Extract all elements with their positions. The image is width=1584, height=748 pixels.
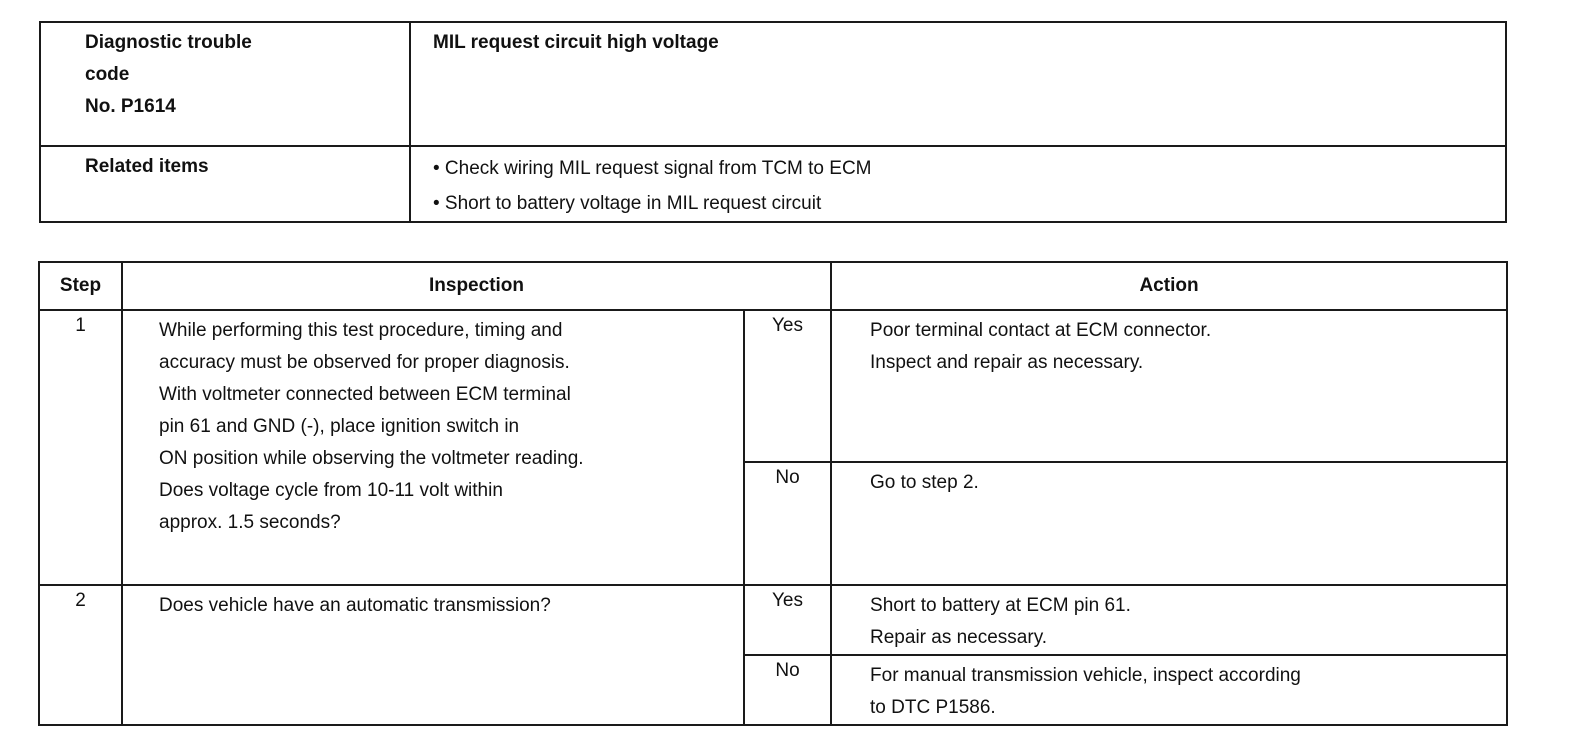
inspection-line: Does voltage cycle from 10-11 volt withi… [159,480,503,501]
inspection-line: approx. 1.5 seconds? [159,512,341,533]
action-line: Repair as necessary. [870,627,1048,648]
inspection-cell: While performing this test procedure, ti… [121,309,745,586]
step-row: 1 While performing this test procedure, … [38,309,1509,586]
inspection-column-header: Inspection [120,261,833,311]
dtc-info-table: Diagnostic trouble code No. P1614 MIL re… [39,21,1507,223]
action-line: to DTC P1586. [870,697,996,718]
dtc-label-line: Diagnostic trouble [85,32,252,53]
inspection-line: pin 61 and GND (-), place ignition switc… [159,416,520,437]
inspection-line: accuracy must be observed for proper dia… [159,352,570,373]
dtc-description: MIL request circuit high voltage [433,32,719,53]
action-cell: For manual transmission vehicle, inspect… [830,654,1509,726]
dtc-value-cell: MIL request circuit high voltage [409,21,1507,147]
inspection-line: While performing this test procedure, ti… [159,320,563,341]
action-cell: Go to step 2. [830,461,1509,586]
action-line: Inspect and repair as necessary. [870,352,1144,373]
related-items-row: Related items • Check wiring MIL request… [39,145,1507,223]
answer-no: No [742,654,833,726]
step-row: No Go to step 2. [39,461,1509,586]
step-column-header: Step [38,261,123,311]
dtc-row: Diagnostic trouble code No. P1614 MIL re… [39,21,1507,147]
step-number: 2 [38,584,123,726]
related-items-label-cell: Related items [39,145,411,223]
action-line: Short to battery at ECM pin 61. [870,595,1131,616]
action-line: For manual transmission vehicle, inspect… [870,665,1301,686]
related-item: • Check wiring MIL request signal from T… [433,158,872,179]
step-row: No For manual transmission vehicle, insp… [39,654,1509,726]
step-row: 2 Does vehicle have an automatic transmi… [38,584,1509,726]
step-number: 1 [38,309,123,586]
action-cell: Poor terminal contact at ECM connector. … [830,309,1509,463]
action-cell: Short to battery at ECM pin 61. Repair a… [830,584,1509,656]
dtc-label-line: code [85,64,130,85]
action-line: Poor terminal contact at ECM connector. [870,320,1212,341]
action-column-header: Action [830,261,1509,311]
dtc-label-line: No. P1614 [85,96,176,117]
related-items-label: Related items [85,156,209,177]
inspection-cell: Does vehicle have an automatic transmiss… [121,584,745,726]
answer-no: No [742,461,833,586]
answer-yes: Yes [742,584,833,656]
inspection-line: ON position while observing the voltmete… [159,448,584,469]
inspection-line: With voltmeter connected between ECM ter… [159,384,571,405]
inspection-line: Does vehicle have an automatic transmiss… [159,595,551,616]
related-item: • Short to battery voltage in MIL reques… [433,193,822,214]
dtc-label-cell: Diagnostic trouble code No. P1614 [39,21,411,147]
answer-yes: Yes [742,309,833,463]
diagnostic-steps-table: Step Inspection Action 1 While performin… [38,261,1509,726]
action-line: Go to step 2. [870,472,979,493]
steps-header-row: Step Inspection Action [38,261,1509,311]
related-items-value-cell: • Check wiring MIL request signal from T… [409,145,1507,223]
